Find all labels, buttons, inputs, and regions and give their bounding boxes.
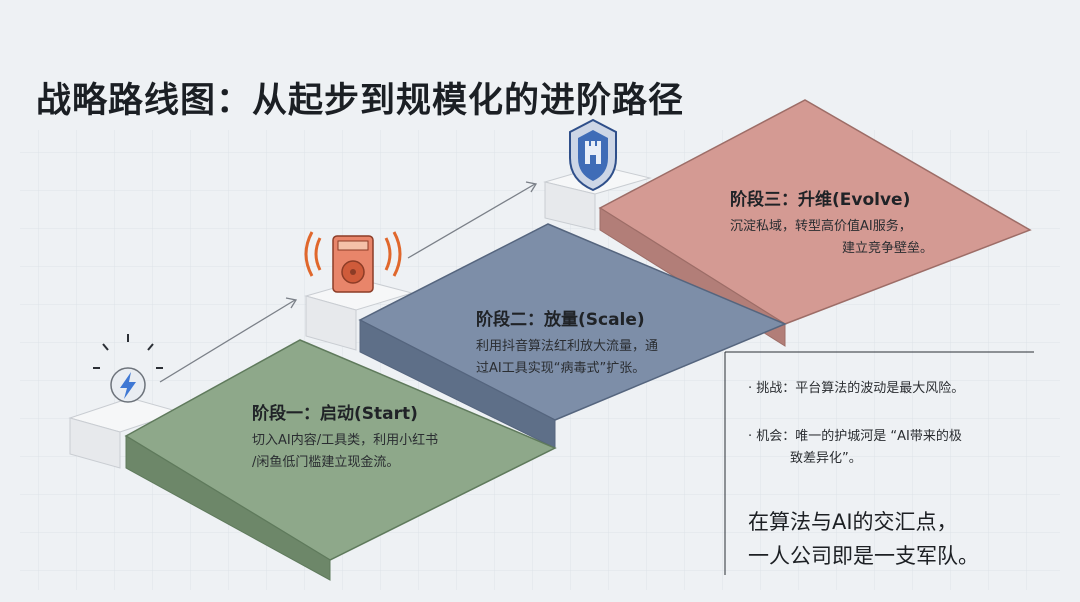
stage-1-label: 阶段一：启动(Start) 切入AI内容/工具类，利用小红书 /闲鱼低门槛建立现… (252, 399, 438, 474)
stage-description-line: 利用抖音算法红利放大流量，通 (476, 339, 659, 354)
note-line: · 挑战：平台算法的波动是最大风险。 (748, 381, 965, 396)
stage-3-label: 阶段三：升维(Evolve) 沉淀私域，转型高价值AI服务， 建立竞争壁垒。 (730, 185, 933, 260)
stage-description: 沉淀私域，转型高价值AI服务， 建立竞争壁垒。 (730, 216, 933, 260)
stage-2-label: 阶段二：放量(Scale) 利用抖音算法红利放大流量，通 过AI工具实现“病毒式… (476, 305, 658, 380)
challenge-note: · 挑战：平台算法的波动是最大风险。 (748, 378, 964, 400)
stage-title: 阶段二：放量(Scale) (476, 310, 645, 330)
pedestal-2 (304, 279, 414, 351)
stage-description-line: 切入AI内容/工具类，利用小红书 (252, 433, 439, 448)
progress-arrow (159, 297, 298, 383)
note-line: 致差异化”。 (790, 451, 862, 466)
stage-1-block (124, 339, 557, 581)
lightning-icon (93, 334, 163, 403)
slogan-line: 一人公司即是一支军队。 (748, 544, 979, 568)
page-title: 战略路线图：从起步到规模化的进阶路径 (36, 81, 685, 121)
stage-title: 阶段一：启动(Start) (252, 404, 418, 424)
stage-2-block (358, 223, 787, 449)
shield-castle-icon (569, 118, 617, 192)
stage-description: 切入AI内容/工具类，利用小红书 /闲鱼低门槛建立现金流。 (252, 430, 438, 474)
slogan-line: 在算法与AI的交汇点， (748, 510, 958, 534)
slogan: 在算法与AI的交汇点， 一人公司即是一支军队。 (748, 505, 979, 573)
progress-arrow (407, 181, 538, 259)
divider-lines (724, 351, 1034, 575)
opportunity-note: · 机会：唯一的护城河是 “AI带来的极 致差异化”。 (748, 426, 962, 470)
stage-title: 阶段三：升维(Evolve) (730, 190, 911, 210)
stage-description-line: 过AI工具实现“病毒式”扩张。 (476, 361, 646, 376)
stage-description: 利用抖音算法红利放大流量，通 过AI工具实现“病毒式”扩张。 (476, 336, 658, 380)
pedestal-1 (68, 397, 182, 469)
note-line: · 机会：唯一的护城河是 “AI带来的极 (748, 429, 962, 444)
stage-description-line: 建立竞争壁垒。 (842, 241, 934, 256)
speaker-icon (304, 231, 402, 293)
stage-description-line: /闲鱼低门槛建立现金流。 (252, 455, 400, 470)
stage-description-line: 沉淀私域，转型高价值AI服务， (730, 219, 912, 234)
